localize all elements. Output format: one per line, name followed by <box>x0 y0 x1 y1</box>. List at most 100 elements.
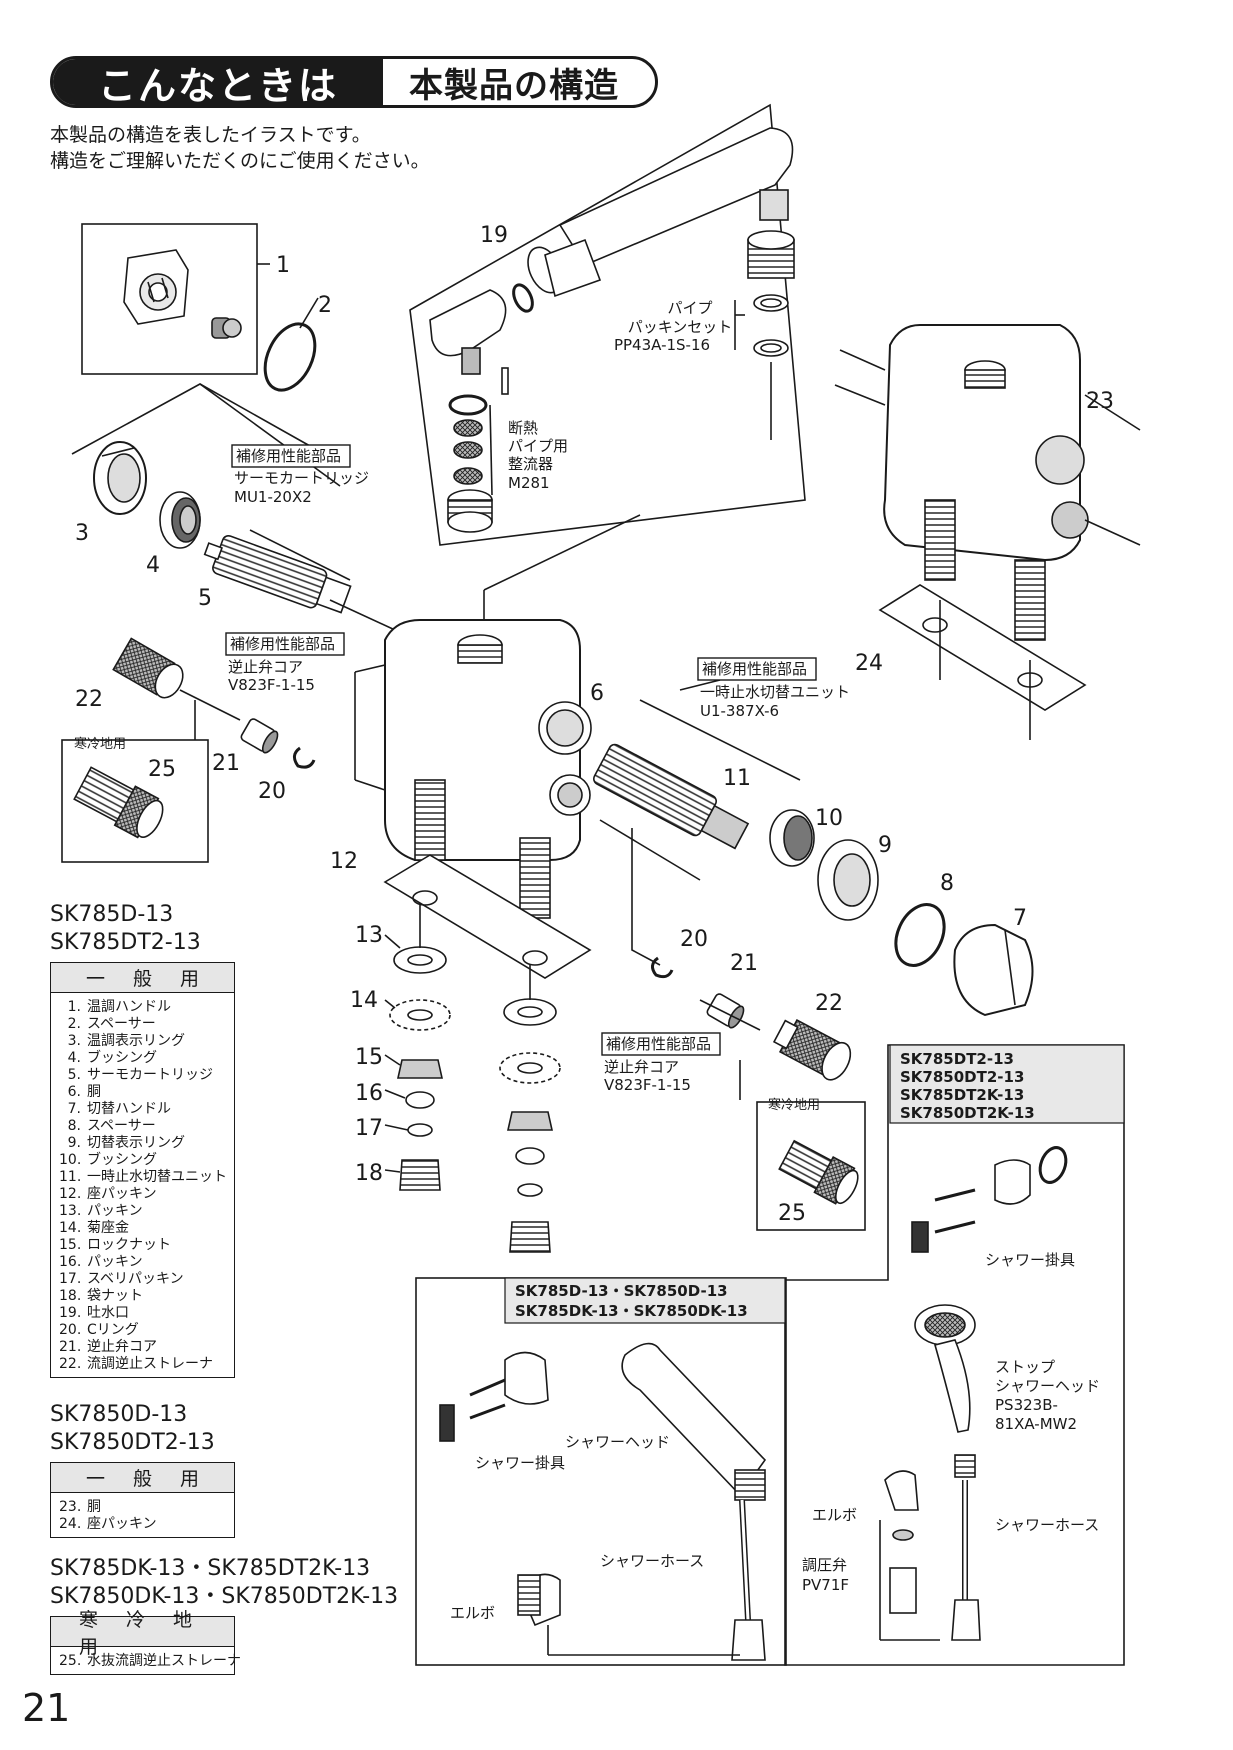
section-header-label: こんなときは <box>53 59 383 105</box>
switch-name: 一時止水切替ユニット <box>700 683 850 701</box>
table-row: 21.逆止弁コア <box>59 1339 234 1356</box>
row-number: 24. <box>59 1516 82 1532</box>
insulated-label-2: パイプ用 <box>508 437 568 455</box>
check-code-left: V823F-1-15 <box>228 676 315 694</box>
repair-badge-thermo: 補修用性能部品 <box>236 447 341 465</box>
stop-shower-head <box>914 1304 981 1641</box>
table-row: 15.ロックナット <box>59 1237 234 1254</box>
c-ring-left <box>293 746 316 769</box>
callout-3: 3 <box>75 521 89 546</box>
spout-19 <box>527 127 794 298</box>
center-box-line-2: SK785DK-13・SK7850DK-13 <box>515 1302 748 1320</box>
table-row: 13.パッキン <box>59 1203 234 1220</box>
table-row: 1.温調ハンドル <box>59 999 234 1016</box>
table-row: 9.切替表示リング <box>59 1135 234 1152</box>
insulated-code: M281 <box>508 474 550 492</box>
row-number: 14. <box>59 1220 82 1236</box>
row-number: 7. <box>67 1101 81 1117</box>
table-row: 25. 水抜流調逆止ストレーナ <box>59 1653 241 1670</box>
check-name-left: 逆止弁コア <box>228 658 303 676</box>
callout-25-right: 25 <box>778 1201 806 1226</box>
row-text: スペーサー <box>87 1118 156 1134</box>
row-number: 18. <box>59 1288 82 1304</box>
stop-code-1: PS323B- <box>995 1396 1058 1414</box>
elbow-joint <box>429 289 509 395</box>
row-text: スペーサー <box>87 1016 156 1032</box>
row-text: 水抜流調逆止ストレーナ <box>87 1653 241 1669</box>
shower-hose-right-label: シャワーホース <box>995 1516 1099 1534</box>
base-plate-12 <box>383 854 592 979</box>
table-row: 14.菊座金 <box>59 1220 234 1237</box>
row-number: 25. <box>59 1653 82 1669</box>
row-number: 16. <box>59 1254 82 1270</box>
table-row: 18.袋ナット <box>59 1288 234 1305</box>
table2-header: 一般用 <box>51 1463 234 1493</box>
table-row: 16.パッキン <box>59 1254 234 1271</box>
row-text: Cリング <box>87 1322 139 1338</box>
table-row: 7. 切替ハンドル <box>59 1101 234 1118</box>
row-text: パッキン <box>87 1203 143 1219</box>
callout-7: 7 <box>1013 906 1027 931</box>
page-number: 21 <box>22 1686 71 1730</box>
row-text: 逆止弁コア <box>87 1339 157 1355</box>
row-text: 吐水口 <box>87 1305 129 1321</box>
regulator-label: 調圧弁 <box>802 1556 847 1574</box>
pipe-label-2: パッキンセット <box>628 318 733 336</box>
repair-badge-check-left: 補修用性能部品 <box>230 635 335 653</box>
row-number: 20. <box>59 1322 82 1338</box>
body-23 <box>883 324 1089 641</box>
row-text: 切替ハンドル <box>87 1101 171 1117</box>
row-text: 温調表示リング <box>87 1033 185 1049</box>
shower-holder-right <box>911 1146 1068 1253</box>
table-row: 11.一時止水切替ユニット <box>59 1169 234 1186</box>
table3-model-1: SK785DK-13・SK785DT2K-13 <box>50 1556 371 1581</box>
repair-badge-switch: 補修用性能部品 <box>702 660 807 678</box>
regulator-code: PV71F <box>802 1576 849 1594</box>
switch-unit-11 <box>593 743 750 850</box>
callout-5: 5 <box>198 586 212 611</box>
callout-14: 14 <box>350 988 378 1013</box>
table-row: 3.温調表示リング <box>59 1033 234 1050</box>
row-text: 座パッキン <box>87 1516 157 1532</box>
table-row: 4.ブッシング <box>59 1050 234 1067</box>
callout-25-left: 25 <box>148 757 176 782</box>
switch-indicator-ring-9 <box>817 839 879 921</box>
stop-code-2: 81XA-MW2 <box>995 1415 1077 1433</box>
bushing-4 <box>159 491 201 549</box>
small-nut <box>211 317 242 339</box>
drain-strainer-right <box>778 1139 859 1205</box>
right-box-model-4: SK7850DT2K-13 <box>900 1104 1035 1122</box>
table-row: 6.胴 <box>59 1084 234 1101</box>
repair-badge-check-right: 補修用性能部品 <box>606 1035 711 1053</box>
callout-18: 18 <box>355 1161 383 1186</box>
callout-4: 4 <box>146 553 160 578</box>
table-row: 12.座パッキン <box>59 1186 234 1203</box>
row-text: 一時止水切替ユニット <box>87 1169 227 1185</box>
row-text: サーモカートリッジ <box>87 1067 213 1083</box>
elbow-center <box>517 1573 561 1627</box>
table-row: 10.ブッシング <box>59 1152 234 1169</box>
shower-holder-center-label: シャワー掛具 <box>475 1454 565 1472</box>
table-row: 24. 座パッキン <box>59 1516 234 1533</box>
row-number: 8. <box>67 1118 81 1134</box>
row-number: 5. <box>67 1067 81 1083</box>
callout-6: 6 <box>590 681 604 706</box>
stop-label-1: ストップ <box>995 1358 1055 1376</box>
row-text: 胴 <box>87 1499 101 1515</box>
switch-handle-7 <box>953 923 1034 1017</box>
stop-label-2: シャワーヘッド <box>995 1377 1100 1395</box>
cold-region-box-left <box>61 739 209 863</box>
intro-line-2: 構造をご理解いただくのにご使用ください。 <box>50 150 430 172</box>
table-row: 20. Cリング <box>59 1322 234 1339</box>
cold-region-box-right <box>756 1101 866 1231</box>
callout-12: 12 <box>330 849 358 874</box>
table3-model-2: SK7850DK-13・SK7850DT2K-13 <box>50 1584 399 1609</box>
row-number: 4. <box>67 1050 81 1066</box>
callout-17: 17 <box>355 1116 383 1141</box>
table-row: 2.スペーサー <box>59 1016 234 1033</box>
row-number: 10. <box>59 1152 82 1168</box>
callout-23: 23 <box>1086 389 1114 414</box>
table3-rows: 25. 水抜流調逆止ストレーナ <box>51 1647 241 1674</box>
row-number: 12. <box>59 1186 82 1202</box>
